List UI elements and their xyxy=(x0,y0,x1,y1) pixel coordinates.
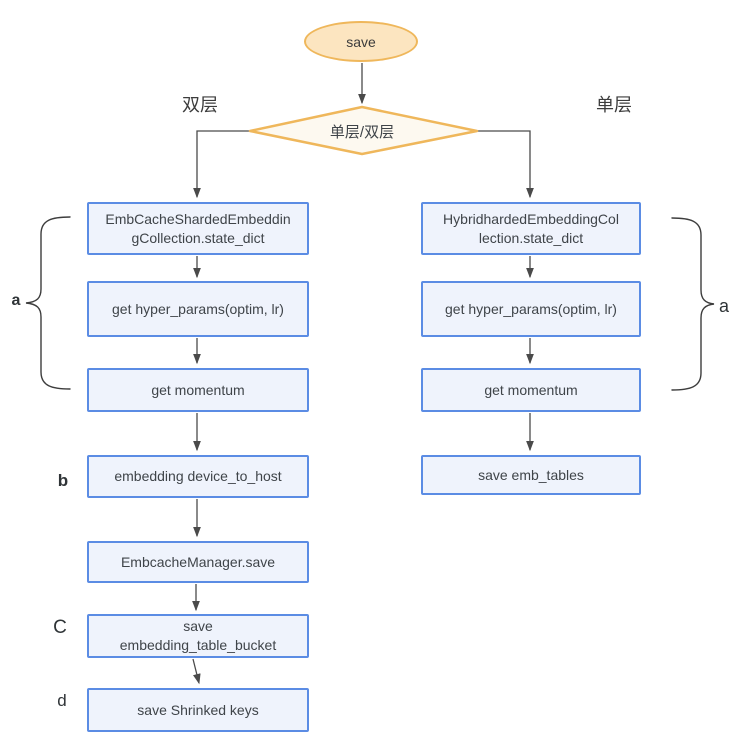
node-right-state-dict: HybridhardedEmbeddingCol lection.state_d… xyxy=(421,202,641,255)
node-right-momentum: get momentum xyxy=(421,368,641,412)
node-left-state-dict: EmbCacheShardedEmbeddin gCollection.stat… xyxy=(87,202,309,255)
annotation-a-right: a xyxy=(718,296,729,316)
annotation-b: b xyxy=(57,471,69,490)
connector-arrows xyxy=(192,63,534,685)
node-left-device-to-host: embedding device_to_host xyxy=(87,455,309,498)
node-left-shrinked-keys: save Shrinked keys xyxy=(87,688,309,732)
annotation-d: d xyxy=(57,691,67,710)
annotation-c: C xyxy=(53,617,67,638)
decision-diamond xyxy=(248,105,479,156)
branch-label-double-layer: 双层 xyxy=(182,95,218,115)
node-left-hyper-params: get hyper_params(optim, lr) xyxy=(87,281,309,337)
right-brace xyxy=(671,217,715,391)
node-right-hyper-params: get hyper_params(optim, lr) xyxy=(421,281,641,337)
node-left-momentum: get momentum xyxy=(87,368,309,412)
annotation-a-left: a xyxy=(11,292,21,309)
decision-node-label: 单层/双层 xyxy=(329,123,395,141)
left-brace xyxy=(25,216,71,390)
node-right-emb-tables: save emb_tables xyxy=(421,455,641,495)
start-node: save xyxy=(304,21,418,62)
node-left-manager-save: EmbcacheManager.save xyxy=(87,541,309,583)
branch-label-single-layer: 单层 xyxy=(596,95,632,115)
node-left-table-bucket: save embedding_table_bucket xyxy=(87,614,309,658)
